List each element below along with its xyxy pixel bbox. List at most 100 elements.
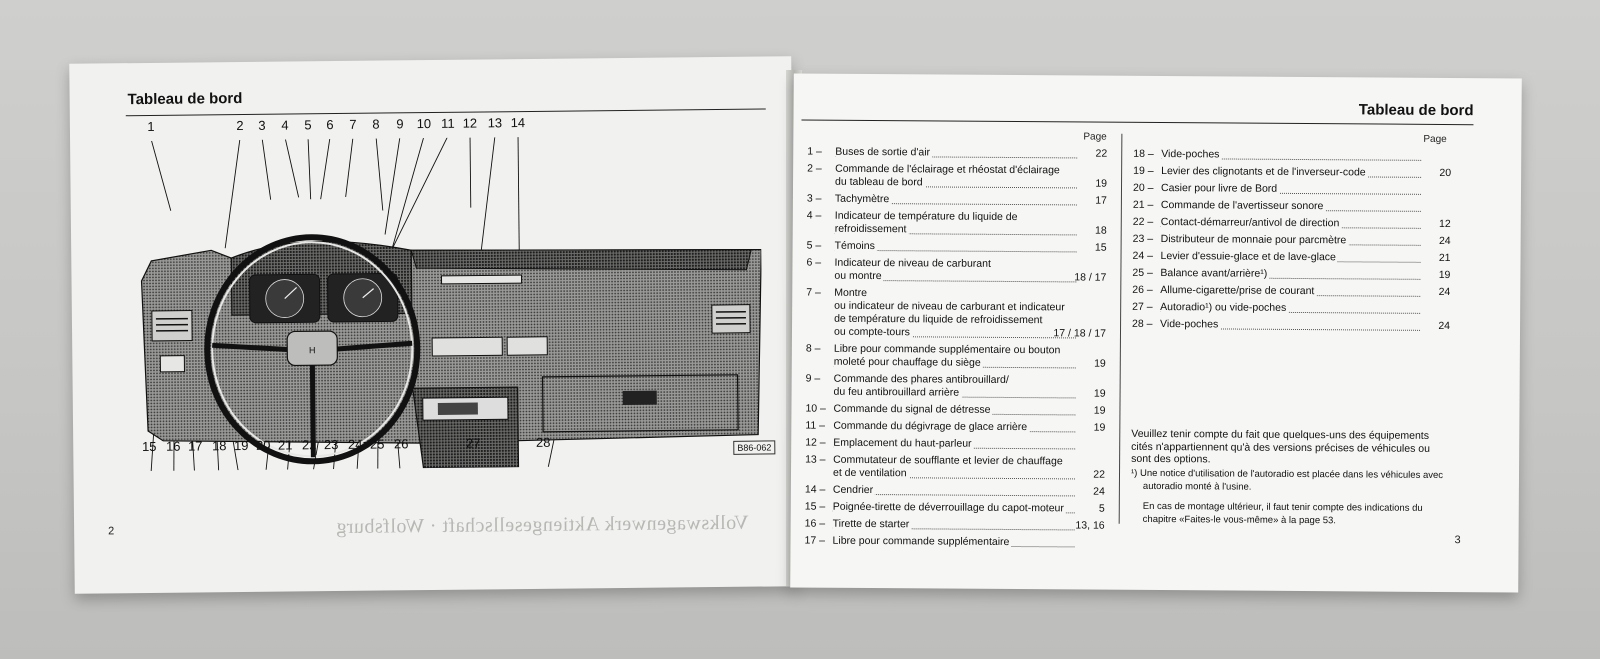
callout-number: 2 (236, 117, 244, 134)
right-page: Tableau de bord Page Page 1 –Buses de so… (790, 73, 1522, 593)
index-list-right: 18 –Vide-poches 19 –Levier des clignotant… (1132, 148, 1451, 337)
callout-number: 6 (326, 117, 334, 133)
callout-number: 7 (349, 116, 357, 132)
item-number: 23 – (1132, 232, 1154, 245)
dashboard-illustration: H (140, 135, 762, 472)
callout-number: 15 (141, 438, 157, 455)
svg-text:H: H (309, 345, 316, 355)
item-number: 7 – (806, 286, 821, 299)
equipment-note: Veuillez tenir compte du fait que quelqu… (1131, 427, 1431, 466)
installation-note: En cas de montage ultérieur, il faut ten… (1142, 500, 1423, 526)
item-number: 14 – (804, 483, 826, 496)
item-number: 17 – (804, 534, 826, 547)
right-page-title: Tableau de bord (1358, 101, 1474, 120)
item-text: Autoradio¹) ou vide-poches (1160, 301, 1289, 314)
item-page: 22 (1093, 468, 1106, 481)
item-text: et de ventilation (832, 466, 909, 480)
list-item: 27 – Autoradio¹) ou vide-poches (1132, 301, 1450, 316)
item-page: 5 (1098, 502, 1105, 515)
list-item: 4 – Indicateur de température du liquide … (807, 210, 1107, 238)
list-item: 9 –Commande des phares antibrouillard/du… (806, 373, 1106, 401)
item-text: Contact-démarreur/antivol de direction (1160, 216, 1342, 230)
item-number: 22 – (1132, 215, 1154, 228)
callout-number: 20 (255, 437, 271, 453)
item-text: de température du liquide de refroidisse… (834, 312, 1045, 327)
callout-number: 16 (165, 438, 181, 454)
list-item: 12 –Emplacement du haut-parleur (805, 437, 1105, 452)
callout-number: 17 (187, 438, 203, 454)
callout-number: 19 (233, 437, 249, 454)
item-page: 24 (1438, 234, 1451, 248)
item-number: 3 – (806, 192, 822, 205)
left-page-number: 2 (108, 525, 115, 538)
item-text: moleté pour chauffage du siège (833, 355, 983, 369)
item-number: 1 – (807, 145, 822, 158)
right-header-rule (801, 119, 1474, 126)
item-page: 15 (1094, 241, 1107, 254)
item-text: Levier d'essuie-glace et de lave-glace (1160, 250, 1338, 264)
item-page: 22 (1095, 147, 1108, 160)
item-text: Commande des phares antibrouillard/ (833, 372, 1011, 386)
item-number: 5 – (806, 239, 822, 252)
item-text: Libre pour commande supplémentaire (832, 534, 1012, 548)
show-through-text: Volkswagenwerk Aktiengesellschaft · Wolf… (335, 511, 749, 539)
item-text: refroidissement (834, 222, 909, 236)
callout-number: 1 (147, 118, 155, 134)
list-item: 22 – Contact-démarreur/antivol de directi… (1133, 216, 1451, 231)
item-text: Distributeur de monnaie pour parcmètre (1160, 233, 1349, 247)
item-page: 18 / 17 (1074, 271, 1107, 284)
callout-number: 26 (393, 436, 409, 452)
item-text: ou montre (834, 269, 884, 283)
callout-number: 12 (462, 115, 478, 131)
item-text: Tachymètre (834, 192, 892, 206)
item-page: 24 (1093, 485, 1105, 498)
item-page: 17 / 18 / 17 (1053, 327, 1107, 340)
item-number: 27 – (1132, 300, 1153, 313)
item-text: Cendrier (832, 483, 876, 497)
item-text: ou indicateur de niveau de carburant et … (834, 299, 1067, 314)
list-item: 14 – Cendrier 24 (805, 484, 1105, 499)
item-text: Libre pour commande supplémentaire ou bo… (833, 342, 1063, 357)
item-text: Indicateur de niveau de carburant (834, 256, 993, 270)
callout-number: 11 (441, 115, 455, 131)
list-item: 19 –Levier des clignotants et de l'inver… (1133, 165, 1451, 180)
callout-number: 9 (396, 116, 404, 132)
image-code: B86-062 (733, 440, 776, 455)
callout-number: 5 (304, 117, 312, 133)
item-text: Indicateur de température du liquide de (834, 209, 1020, 224)
list-item: 13 –Commutateur de soufflante et levier … (805, 454, 1105, 482)
list-item: 20 –Casier pour livre de Bord (1133, 182, 1451, 197)
item-page: 20 (1439, 166, 1452, 180)
item-text: Emplacement du haut-parleur (833, 436, 974, 450)
item-page: 19 (1438, 268, 1451, 282)
item-text: Commutateur de soufflante et levier de c… (833, 453, 1065, 468)
item-page: 24 (1438, 319, 1451, 333)
item-number: 24 – (1132, 249, 1154, 262)
list-item: 18 –Vide-poches (1133, 148, 1451, 163)
radio-footnote: ¹) Une notice d'utilisation de l'autorad… (1130, 467, 1444, 493)
item-text: Poignée-tirette de déverrouillage du cap… (832, 500, 1066, 515)
item-page: 19 (1093, 387, 1106, 400)
page-column-label-right: Page (1423, 133, 1447, 146)
item-number: 11 – (805, 419, 826, 432)
item-text: Tirette de starter (832, 517, 912, 531)
callout-number: 21 (277, 437, 293, 453)
list-item: 17 – Libre pour commande supplémentaire (804, 535, 1104, 550)
item-text: Buses de sortie d'air (835, 145, 933, 159)
item-number: 8 – (805, 342, 821, 355)
item-text: Témoins (834, 239, 877, 253)
column-separator (1118, 133, 1123, 524)
callout-number: 28 (535, 434, 551, 450)
right-page-number: 3 (1454, 534, 1461, 547)
item-page: 13, 16 (1075, 519, 1105, 532)
callout-number: 18 (211, 438, 227, 454)
item-text: Vide-poches (1160, 318, 1221, 331)
item-number: 4 – (806, 209, 822, 222)
callout-number: 24 (347, 436, 363, 452)
